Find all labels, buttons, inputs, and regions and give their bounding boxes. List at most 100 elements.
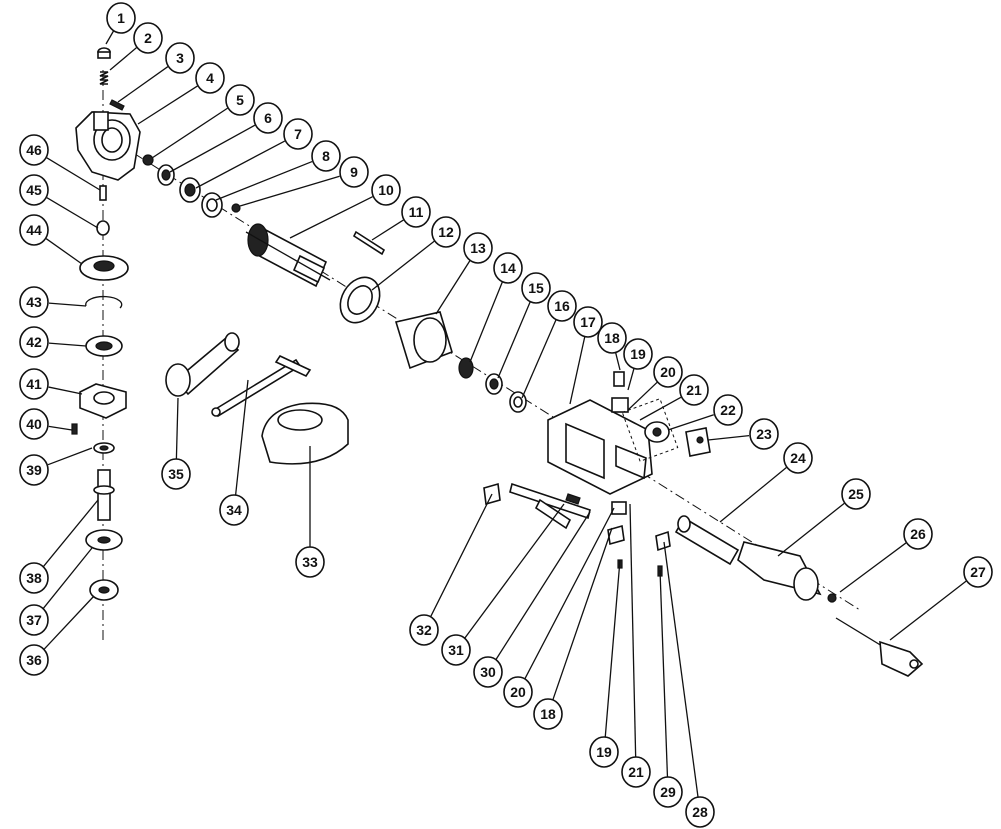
leader-line <box>469 281 503 363</box>
callout-bubble <box>713 394 743 426</box>
callout-13: 13 <box>435 232 493 315</box>
callout-bubble <box>19 174 49 206</box>
leader-line <box>45 238 83 265</box>
brush-group-outline <box>621 398 679 462</box>
side-handle-part <box>165 332 240 397</box>
callout-number: 35 <box>168 466 184 482</box>
outer-nut-part <box>89 579 119 601</box>
callout-number: 23 <box>756 426 772 442</box>
leader-line <box>371 219 404 241</box>
callout-44: 44 <box>19 214 83 265</box>
leader-line <box>495 511 591 660</box>
switch-part <box>685 427 711 457</box>
callout-bubble <box>503 676 533 708</box>
callout-bubble <box>521 272 551 304</box>
leader-line <box>629 503 637 758</box>
callout-bubble <box>573 306 603 338</box>
guard-clamp-part <box>211 354 312 418</box>
lower-brush-part <box>655 530 671 552</box>
callout-bubble <box>963 556 993 588</box>
callout-number: 37 <box>26 612 42 628</box>
inner-sleeve-part <box>674 515 740 566</box>
callout-bubble <box>19 326 49 358</box>
callout-number: 19 <box>596 744 612 760</box>
callout-number: 25 <box>848 486 864 502</box>
lower-spring-part <box>617 559 663 577</box>
callout-bubble <box>283 118 313 150</box>
callout-bubble <box>431 216 461 248</box>
leader-line <box>524 507 615 680</box>
callout-40: 40 <box>19 408 73 440</box>
callout-number: 9 <box>350 164 358 180</box>
leader-line <box>552 527 613 701</box>
callout-10: 10 <box>289 174 401 239</box>
callout-9: 9 <box>239 156 369 207</box>
leader-line <box>169 124 256 173</box>
callout-18: 18 <box>597 322 627 371</box>
callout-number: 45 <box>26 182 42 198</box>
callout-bubble <box>19 368 49 400</box>
callout-number: 29 <box>660 784 676 800</box>
callout-42: 42 <box>19 326 87 358</box>
callout-number: 13 <box>470 240 486 256</box>
callout-number: 32 <box>416 622 432 638</box>
spindle-pin-part <box>99 185 107 201</box>
leader-line <box>234 379 249 496</box>
leader-line <box>105 30 115 45</box>
callout-bubble <box>133 22 163 54</box>
callout-bubble <box>19 286 49 318</box>
leader-line <box>151 107 228 159</box>
motor-housing-part <box>547 399 653 495</box>
callout-number: 28 <box>692 804 708 820</box>
callout-17: 17 <box>569 306 603 405</box>
leader-line <box>47 447 93 466</box>
callout-15: 15 <box>497 272 551 379</box>
spindle-part <box>93 469 115 521</box>
needle-bearing-part <box>96 220 110 236</box>
callout-number: 1 <box>117 10 125 26</box>
callout-bubble <box>165 42 195 74</box>
callout-12: 12 <box>371 216 461 291</box>
leader-line <box>195 140 286 189</box>
callout-bubble <box>621 756 651 788</box>
callout-bubble <box>195 62 225 94</box>
callout-number: 42 <box>26 334 42 350</box>
leader-line <box>464 503 565 639</box>
callout-number: 43 <box>26 294 42 310</box>
callout-number: 34 <box>226 502 242 518</box>
callout-28: 28 <box>663 541 715 828</box>
callout-number: 19 <box>630 346 646 362</box>
callout-number: 21 <box>628 764 644 780</box>
callout-bubble <box>106 2 136 34</box>
callout-number: 36 <box>26 652 42 668</box>
leader-line <box>497 301 531 379</box>
callout-45: 45 <box>19 174 99 229</box>
callout-6: 6 <box>169 102 283 173</box>
callout-number: 14 <box>500 260 516 276</box>
callout-number: 7 <box>294 126 302 142</box>
callout-number: 33 <box>302 554 318 570</box>
callout-bubble <box>253 102 283 134</box>
callout-46: 46 <box>19 134 101 191</box>
callout-14: 14 <box>469 252 523 363</box>
callout-3: 3 <box>117 42 195 103</box>
callout-number: 4 <box>206 70 214 86</box>
callout-bubble <box>841 478 871 510</box>
callout-number: 26 <box>910 526 926 542</box>
callout-41: 41 <box>19 368 83 400</box>
callout-bubble <box>339 156 369 188</box>
wheel-guard-part <box>261 402 349 465</box>
inner-flange-part <box>85 529 123 551</box>
leader-line <box>371 240 435 291</box>
callout-bubble <box>685 796 715 828</box>
callout-bubble <box>903 518 933 550</box>
callout-bubble <box>311 140 341 172</box>
callout-19: 19 <box>589 559 621 768</box>
callout-35: 35 <box>161 397 191 490</box>
callout-number: 10 <box>378 182 394 198</box>
leader-line <box>42 547 93 609</box>
callout-number: 3 <box>176 50 184 66</box>
callout-bubble <box>653 776 683 808</box>
leader-line <box>43 595 95 650</box>
